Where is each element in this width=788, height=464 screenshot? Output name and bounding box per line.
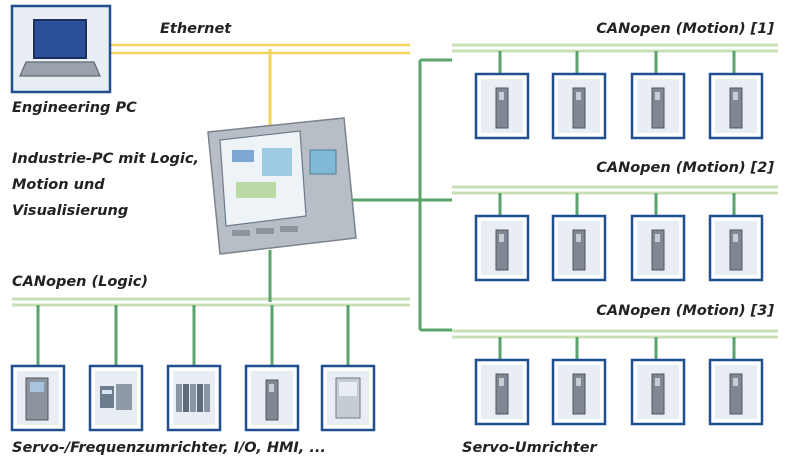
ipc-key xyxy=(280,226,298,232)
servo-drive-display xyxy=(733,378,738,386)
ipc-screen-widget xyxy=(262,148,292,176)
servo-drive-display xyxy=(733,234,738,242)
device-motion_3-3 xyxy=(708,358,764,426)
servo-drive-display xyxy=(499,234,504,242)
device-motion_3-1 xyxy=(551,358,607,426)
logic-devices-caption: Servo-/Frequenzumrichter, I/O, HMI, ... xyxy=(12,440,326,456)
ethernet-label: Ethernet xyxy=(160,21,232,37)
device-motion_1-1 xyxy=(551,72,607,140)
canopen-motion-1-label: CANopen (Motion) [1] xyxy=(596,21,774,37)
device-logic-0 xyxy=(10,364,66,432)
ipc-screen-widget xyxy=(236,182,276,198)
device-motion_1-2 xyxy=(630,72,686,140)
io-rack-slot xyxy=(183,384,189,412)
servo-drive-display xyxy=(576,378,581,386)
ipc-key xyxy=(256,228,274,234)
ipc-screen xyxy=(219,130,307,227)
industrie-pc-label-line1: Industrie-PC mit Logic, xyxy=(12,151,199,167)
servo-umrichter-caption: Servo-Umrichter xyxy=(462,440,597,456)
ipc-keypad xyxy=(309,149,337,175)
engineering-pc-icon xyxy=(10,4,112,94)
ipc-key xyxy=(232,230,250,236)
servo-drive-display xyxy=(655,234,660,242)
industrie-pc-label-line3: Visualisierung xyxy=(12,203,129,219)
ipc-screen-widget xyxy=(232,150,254,162)
device-motion_1-3 xyxy=(708,72,764,140)
device-motion_2-1 xyxy=(551,214,607,282)
servo-drive-display xyxy=(499,92,504,100)
frequency-converter-display xyxy=(30,382,44,392)
device-motion_2-2 xyxy=(630,214,686,282)
io-module-icon xyxy=(116,384,132,410)
industrie-pc-icon xyxy=(207,117,357,255)
hmi-panel-screen xyxy=(339,382,357,396)
device-logic-4 xyxy=(320,364,376,432)
servo-drive-display xyxy=(655,92,660,100)
io-rack-slot xyxy=(197,384,203,412)
servo-drive-display xyxy=(499,378,504,386)
device-logic-1 xyxy=(88,364,144,432)
io-rack-slot xyxy=(176,384,182,412)
device-motion_1-0 xyxy=(474,72,530,140)
servo-drive-display xyxy=(576,92,581,100)
network-nodes xyxy=(10,4,764,432)
servo-drive-display xyxy=(655,378,660,386)
laptop-keyboard xyxy=(19,61,101,77)
industrie-pc-label-line2: Motion und xyxy=(12,177,105,193)
device-motion_2-0 xyxy=(474,214,530,282)
servo-drive-display xyxy=(269,384,274,392)
servo-drive-display xyxy=(576,234,581,242)
network-lines xyxy=(12,43,778,366)
device-motion_3-2 xyxy=(630,358,686,426)
servo-drive-display xyxy=(733,92,738,100)
canopen-motion-2-label: CANopen (Motion) [2] xyxy=(596,160,774,176)
device-logic-3 xyxy=(244,364,300,432)
device-logic-2 xyxy=(166,364,222,432)
io-rack-slot xyxy=(190,384,196,412)
io-module-icon xyxy=(100,386,114,408)
engineering-pc-label: Engineering PC xyxy=(12,100,137,116)
io-rack-slot xyxy=(204,384,210,412)
canopen-logic-label: CANopen (Logic) xyxy=(12,274,148,290)
io-module-led xyxy=(102,390,112,394)
device-motion_2-3 xyxy=(708,214,764,282)
canopen-motion-3-label: CANopen (Motion) [3] xyxy=(596,303,774,319)
laptop-screen xyxy=(33,19,87,59)
device-motion_3-0 xyxy=(474,358,530,426)
